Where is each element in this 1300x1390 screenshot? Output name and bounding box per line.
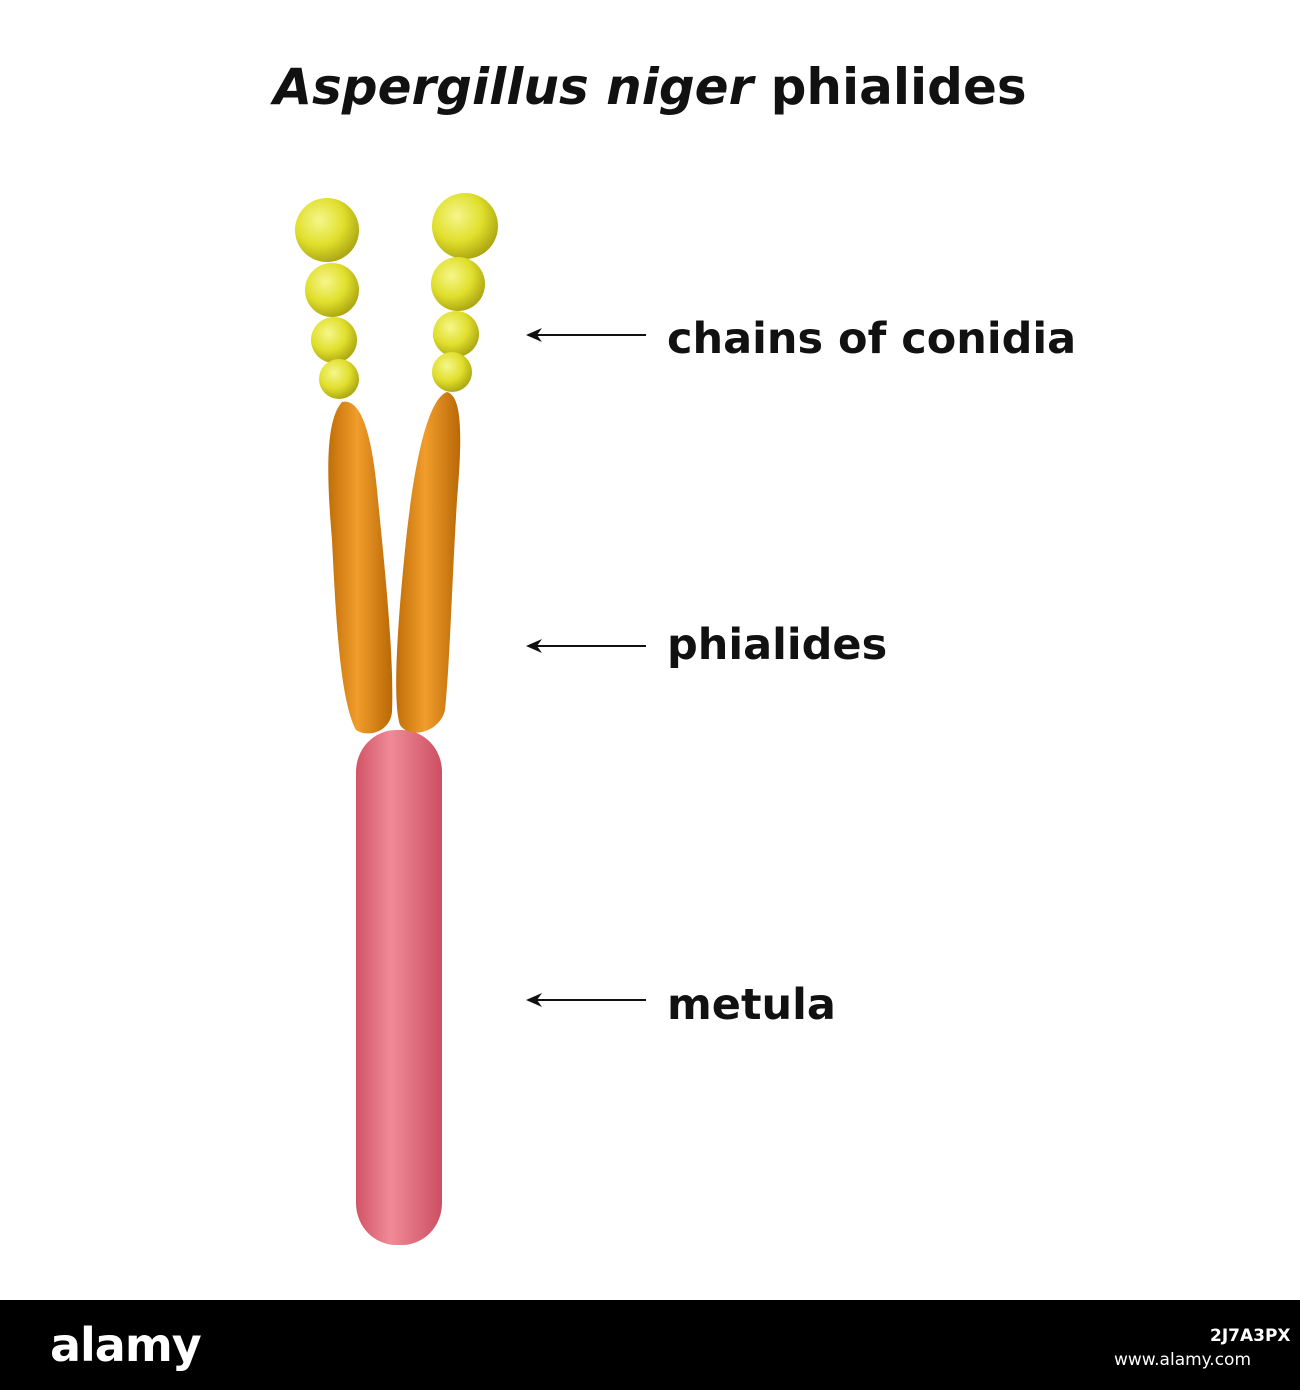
label-phialides: phialides	[667, 620, 888, 670]
phialide-right	[396, 392, 461, 733]
diagram-title: Aspergillus niger phialides	[0, 58, 1300, 116]
title-structure: phialides	[753, 58, 1027, 116]
phialide-left	[328, 401, 393, 734]
arrow-left-icon	[526, 993, 646, 1007]
conidium	[319, 359, 359, 399]
conidia-chain-left	[295, 198, 359, 399]
conidium	[432, 352, 472, 392]
conidium	[433, 311, 479, 357]
conidium	[305, 263, 359, 317]
metula	[356, 730, 442, 1245]
title-species: Aspergillus niger	[273, 58, 754, 116]
conidium	[295, 198, 359, 262]
image-id: 2J7A3PX	[1210, 1326, 1291, 1346]
fungus-illustration	[295, 193, 498, 1245]
conidia-chain-right	[431, 193, 498, 392]
arrow-left-icon	[526, 328, 646, 342]
alamy-logo: alamy	[50, 1318, 202, 1372]
conidium	[432, 193, 498, 259]
stock-footer-bar: alamy 2J7A3PX www.alamy.com	[0, 1300, 1300, 1390]
site-url: www.alamy.com	[1114, 1350, 1252, 1370]
label-metula: metula	[667, 980, 836, 1030]
arrow-left-icon	[526, 639, 646, 653]
conidium	[431, 257, 485, 311]
label-chains-of-conidia: chains of conidia	[667, 314, 1077, 364]
conidium	[311, 317, 357, 363]
